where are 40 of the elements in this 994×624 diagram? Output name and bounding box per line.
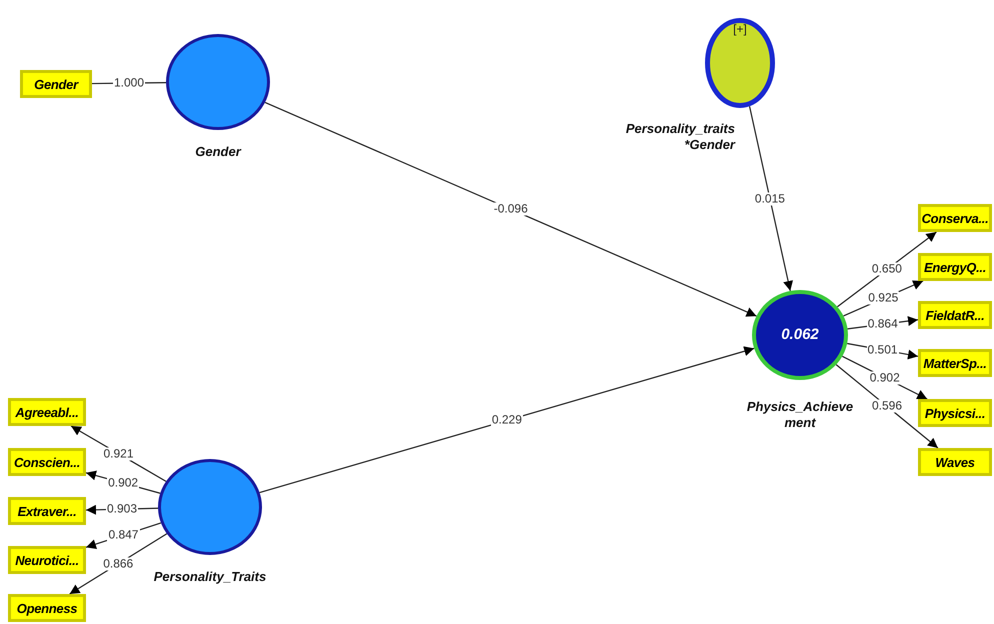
edge-label: 1.000 (112, 76, 146, 90)
indicator-box: Waves (918, 448, 992, 476)
arrow (748, 106, 793, 292)
edge-label: 0.925 (867, 292, 900, 305)
construct-ellipse (158, 459, 262, 555)
indicator-box: Openness (8, 594, 86, 622)
edge-label: 0.596 (871, 400, 904, 413)
indicator-box: Extraver... (8, 497, 86, 525)
edge-label: 0.229 (490, 414, 523, 427)
indicator-box: Physicsi... (918, 399, 992, 427)
indicator-box: Conserva... (918, 204, 992, 232)
edge-label: 0.864 (866, 318, 899, 331)
moderator-ellipse (705, 18, 775, 108)
edge-label: 0.902 (107, 476, 140, 490)
construct-name: Personality_Traits (152, 569, 268, 585)
edge-label: 0.903 (106, 502, 138, 516)
edge-label: -0.096 (492, 202, 529, 216)
edge-label: 0.866 (102, 557, 134, 570)
edge-label: 0.921 (102, 447, 135, 460)
construct-ellipse (752, 290, 848, 380)
arrow (259, 346, 754, 494)
edge-label: 0.847 (107, 528, 140, 542)
construct-ellipse (166, 34, 270, 130)
indicator-box: Gender (20, 70, 92, 98)
edge-label: 0.501 (866, 343, 899, 356)
indicator-box: Neurotici... (8, 546, 86, 574)
indicator-box: Conscien... (8, 448, 86, 476)
indicator-box: Agreeabl... (8, 398, 86, 426)
construct-name: Personality_traits *Gender (624, 121, 735, 153)
arrow (264, 102, 757, 317)
r-squared-value: 0.062 (780, 326, 820, 343)
indicator-box: EnergyQ... (918, 253, 992, 281)
construct-name: Physics_Achievement (746, 399, 854, 431)
edge-label: 0.015 (754, 192, 786, 206)
edge-label: 0.650 (870, 262, 903, 276)
expand-marker: [+] (732, 22, 748, 36)
indicator-box: FieldatR... (918, 301, 992, 329)
edge-label: 0.902 (868, 371, 901, 384)
indicator-box: MatterSp... (918, 349, 992, 377)
construct-name: Gender (194, 144, 242, 160)
